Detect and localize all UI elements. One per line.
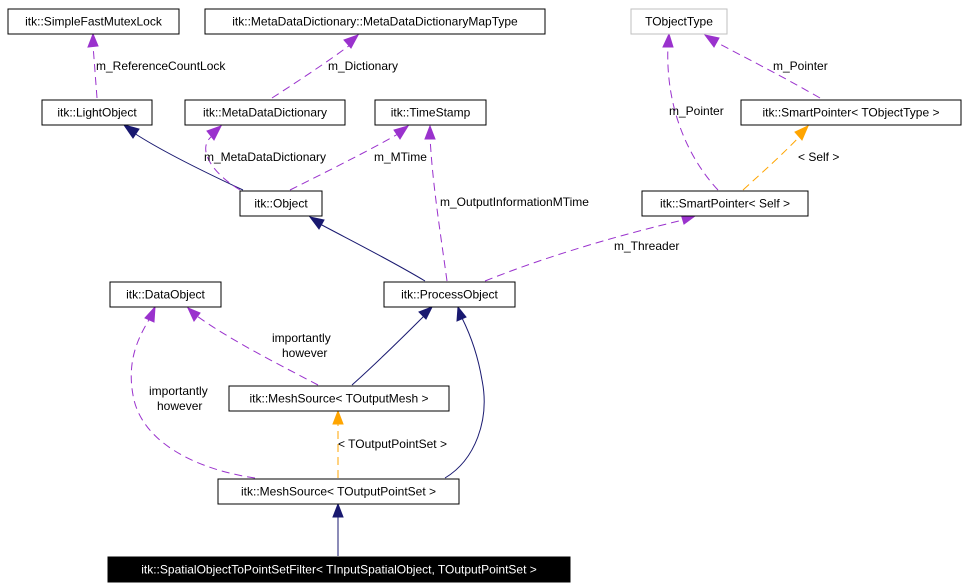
label-pointer-top: m_Pointer bbox=[773, 59, 828, 73]
edge-threader bbox=[484, 219, 684, 282]
edge-reference-count-lock bbox=[92, 44, 98, 99]
node-object[interactable]: itk::Object bbox=[239, 190, 323, 217]
node-meshsource-outputpointset[interactable]: itk::MeshSource< TOutputPointSet > bbox=[217, 478, 460, 505]
node-label: itk::SmartPointer< Self > bbox=[660, 197, 790, 211]
label-pointer-left: m_Pointer bbox=[669, 104, 724, 118]
node-label: itk::SpatialObjectToPointSetFilter< TInp… bbox=[141, 563, 537, 577]
label-output-information-mtime: m_OutputInformationMTime bbox=[440, 195, 589, 209]
node-smartpointer-self[interactable]: itk::SmartPointer< Self > bbox=[641, 190, 809, 217]
edge-output-information-mtime bbox=[429, 135, 448, 282]
node-label: itk::MetaDataDictionary bbox=[203, 106, 327, 120]
label-output-pointset-template: < TOutputPointSet > bbox=[338, 437, 447, 451]
label-threader: m_Threader bbox=[614, 239, 679, 253]
arrowhead bbox=[187, 307, 201, 322]
edge-mtime bbox=[289, 133, 399, 191]
edge-pointer-left bbox=[667, 44, 719, 191]
node-label: itk::MeshSource< TOutputMesh > bbox=[250, 392, 429, 406]
arrowhead bbox=[418, 306, 434, 320]
node-processobject[interactable]: itk::ProcessObject bbox=[383, 281, 516, 308]
arrowhead bbox=[308, 216, 325, 230]
node-label: itk::SmartPointer< TObjectType > bbox=[763, 106, 940, 120]
edge-importantly-however-1 bbox=[196, 315, 319, 386]
node-label: itk::ProcessObject bbox=[401, 288, 498, 302]
node-meshsource-outputmesh[interactable]: itk::MeshSource< TOutputMesh > bbox=[228, 385, 450, 412]
edge-meshsource-pointset-processobject bbox=[444, 317, 485, 479]
node-dataobject[interactable]: itk::DataObject bbox=[109, 281, 222, 308]
node-label: itk::MetaDataDictionary::MetaDataDiction… bbox=[232, 15, 518, 29]
node-metadatadictionary-maptype[interactable]: itk::MetaDataDictionary::MetaDataDiction… bbox=[204, 8, 546, 35]
arrowhead bbox=[332, 409, 344, 425]
node-label: itk::TimeStamp bbox=[391, 106, 471, 120]
edge-object-lightobject bbox=[133, 132, 244, 191]
arrowhead bbox=[122, 124, 140, 139]
edge-importantly-however-2 bbox=[130, 317, 256, 479]
edge-metadatadictionary bbox=[205, 135, 241, 191]
label-self-template: < Self > bbox=[798, 150, 839, 164]
arrowhead bbox=[206, 125, 223, 141]
node-label: TObjectType bbox=[645, 15, 713, 29]
label-reference-count-lock: m_ReferenceCountLock bbox=[96, 59, 226, 73]
node-lightobject[interactable]: itk::LightObject bbox=[41, 99, 153, 126]
node-label: itk::MeshSource< TOutputPointSet > bbox=[241, 485, 436, 499]
arrowhead bbox=[332, 502, 344, 518]
node-label: itk::DataObject bbox=[126, 288, 205, 302]
node-spatialobject-to-pointset-filter[interactable]: itk::SpatialObjectToPointSetFilter< TInp… bbox=[107, 556, 571, 583]
label-however-1: however bbox=[282, 346, 327, 360]
edge-processobject-object bbox=[319, 223, 426, 282]
label-importantly-2: importantly bbox=[149, 384, 208, 398]
edge-self-template bbox=[742, 135, 801, 191]
arrowhead bbox=[393, 125, 410, 140]
node-label: itk::Object bbox=[254, 197, 308, 211]
node-label: itk::LightObject bbox=[57, 106, 137, 120]
arrowhead bbox=[662, 32, 674, 48]
node-timestamp[interactable]: itk::TimeStamp bbox=[374, 99, 487, 126]
arrowhead bbox=[794, 125, 809, 141]
arrowhead bbox=[87, 32, 99, 48]
node-label: itk::SimpleFastMutexLock bbox=[25, 15, 163, 29]
arrowhead bbox=[343, 34, 360, 49]
edge-meshsource-outputmesh-processobject bbox=[351, 315, 425, 386]
node-smartpointer-tobjecttype[interactable]: itk::SmartPointer< TObjectType > bbox=[740, 99, 962, 126]
label-importantly-1: importantly bbox=[272, 331, 331, 345]
edge-pointer-top bbox=[715, 41, 821, 99]
arrowhead bbox=[456, 305, 467, 322]
label-however-2: however bbox=[157, 399, 202, 413]
label-metadatadictionary: m_MetaDataDictionary bbox=[204, 150, 326, 164]
arrowhead bbox=[703, 34, 720, 48]
arrowhead bbox=[424, 124, 436, 140]
node-tobjecttype[interactable]: TObjectType bbox=[630, 8, 728, 35]
arrowhead bbox=[144, 305, 156, 323]
label-mtime: m_MTime bbox=[374, 150, 427, 164]
node-metadatadictionary[interactable]: itk::MetaDataDictionary bbox=[184, 99, 346, 126]
label-dictionary: m_Dictionary bbox=[328, 59, 398, 73]
node-simple-fast-mutex-lock[interactable]: itk::SimpleFastMutexLock bbox=[7, 8, 180, 35]
